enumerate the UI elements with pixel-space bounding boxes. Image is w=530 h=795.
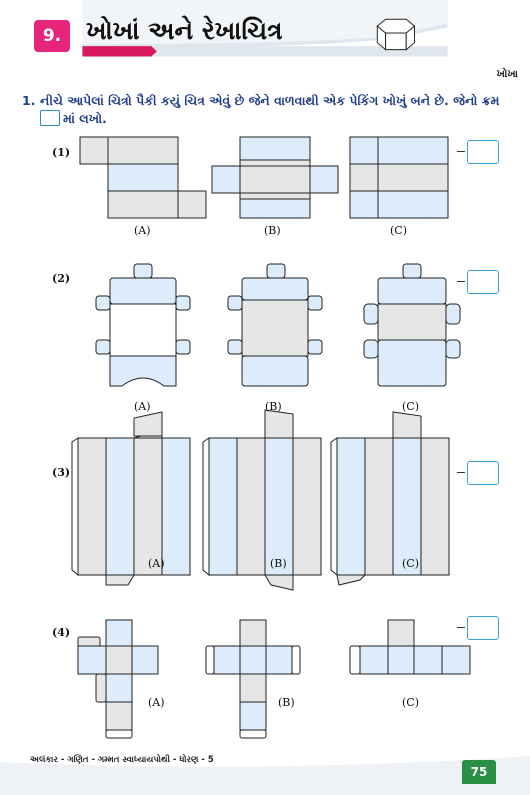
page-number: 75 (462, 760, 496, 784)
net-4a (77, 619, 159, 739)
net-2c (363, 263, 461, 387)
option-label: (B) (270, 557, 287, 570)
option-label: (B) (264, 224, 281, 237)
answer-box[interactable] (467, 616, 499, 640)
question-number: 1. (22, 93, 36, 108)
answer-box[interactable] (467, 140, 499, 164)
hexagon-box-icon (376, 18, 416, 51)
net-4b (205, 619, 301, 739)
net-2b (227, 263, 323, 387)
net-3c (330, 411, 450, 586)
net-1a (79, 136, 207, 219)
answer-box[interactable] (467, 461, 499, 485)
net-1c (349, 136, 449, 219)
answer-dash (457, 627, 465, 629)
option-label: (A) (134, 400, 151, 413)
option-label: (B) (265, 400, 282, 413)
option-label: (A) (134, 224, 151, 237)
header-banner (82, 0, 448, 57)
question-text: નીચે આપેલાં ચિત્રો પૈકી કયું ચિત્ર એવું … (40, 93, 500, 108)
option-label: (C) (402, 557, 419, 570)
row-label: (2) (52, 272, 71, 285)
net-1b (211, 136, 339, 219)
chapter-title: ખોખાં અને રેખાચિત્ર (86, 16, 283, 45)
option-label: (A) (148, 696, 165, 709)
practice-label: મહાવરો - 1 (6, 69, 55, 80)
chapter-number-badge: 9. (34, 20, 70, 52)
answer-dash (457, 281, 465, 283)
question-text-continued: માં લખો. (63, 111, 107, 126)
row-label: (1) (52, 146, 71, 159)
footer-text: અલંકાર - ગણિત - ગમ્મત સ્વાધ્યાયપોથી - ધો… (30, 755, 214, 765)
row-label: (3) (52, 466, 71, 479)
topic-label: ખોખા (496, 69, 518, 80)
answer-box[interactable] (467, 270, 499, 294)
footer-band (0, 748, 530, 795)
net-2a (95, 263, 191, 387)
row-label: (4) (52, 626, 71, 639)
answer-dash (457, 151, 465, 153)
net-4c (349, 619, 471, 675)
option-label: (B) (278, 696, 295, 709)
option-label: (C) (402, 696, 419, 709)
option-label: (C) (402, 400, 419, 413)
answer-dash (457, 472, 465, 474)
net-3b (202, 409, 322, 591)
inline-answer-box (40, 110, 60, 126)
option-label: (C) (390, 224, 407, 237)
net-3a (71, 411, 191, 586)
option-label: (A) (148, 557, 165, 570)
